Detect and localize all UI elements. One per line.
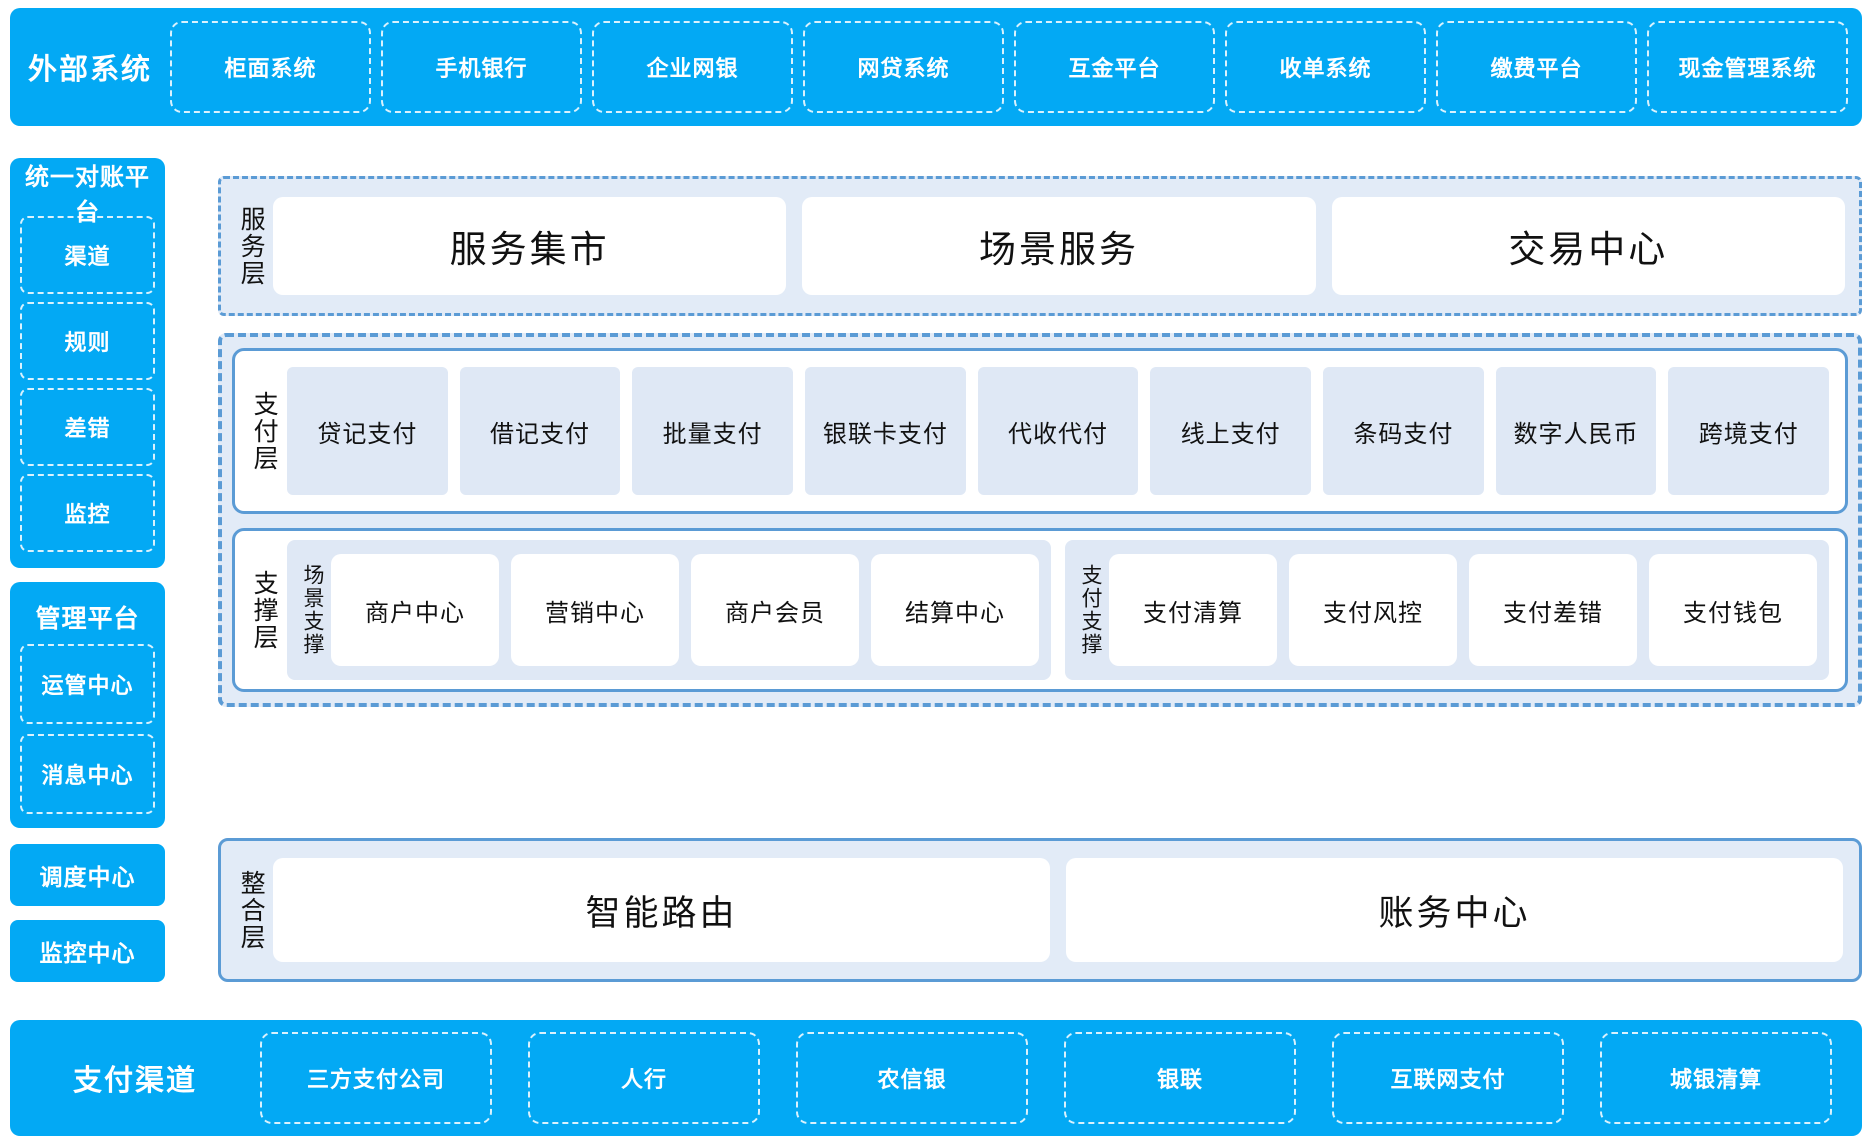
external-systems-bar: 外部系统 柜面系统 手机银行 企业网银 网贷系统 互金平台 收单系统 缴费平台 …: [10, 8, 1862, 126]
support-item-payment-clearing[interactable]: 支付清算: [1109, 554, 1277, 666]
external-system-chip[interactable]: 互金平台: [1014, 21, 1215, 113]
service-item-transaction-center[interactable]: 交易中心: [1331, 197, 1845, 295]
external-system-chip[interactable]: 网贷系统: [803, 21, 1004, 113]
payment-layer-items: 贷记支付 借记支付 批量支付 银联卡支付 代收代付 线上支付 条码支付 数字人民…: [287, 367, 1830, 495]
service-layer-items: 服务集市 场景服务 交易中心: [273, 197, 1845, 295]
payment-item-credit-payment[interactable]: 贷记支付: [287, 367, 448, 495]
payment-item-unionpay-card[interactable]: 银联卡支付: [805, 367, 966, 495]
payment-channel-chip[interactable]: 银联: [1064, 1032, 1296, 1124]
external-system-chip[interactable]: 现金管理系统: [1647, 21, 1848, 113]
external-system-chip[interactable]: 手机银行: [381, 21, 582, 113]
external-system-chip[interactable]: 企业网银: [592, 21, 793, 113]
support-item-merchant-center[interactable]: 商户中心: [331, 554, 499, 666]
support-group-payment-items: 支付清算 支付风控 支付差错 支付钱包: [1109, 554, 1817, 666]
payment-channel-chip[interactable]: 人行: [528, 1032, 760, 1124]
integration-layer-label: 整合层: [237, 869, 266, 951]
sidebar-item-rule[interactable]: 规则: [20, 302, 155, 380]
sidebar-item-scheduling-center[interactable]: 调度中心: [10, 844, 165, 906]
payment-channel-chip[interactable]: 农信银: [796, 1032, 1028, 1124]
support-item-settlement-center[interactable]: 结算中心: [871, 554, 1039, 666]
sidebar-reconciliation-platform: 统一对账平台 渠道 规则 差错 监控: [10, 158, 165, 568]
support-item-payment-wallet[interactable]: 支付钱包: [1649, 554, 1817, 666]
sidebar-management-platform: 管理平台 运管中心 消息中心: [10, 582, 165, 828]
integration-layer-container: 整合层 智能路由 账务中心: [218, 838, 1862, 982]
payment-item-barcode-payment[interactable]: 条码支付: [1323, 367, 1484, 495]
support-group-scenario-label: 场景支撑: [301, 564, 325, 656]
support-group-scenario-items: 商户中心 营销中心 商户会员 结算中心: [331, 554, 1039, 666]
management-platform-title: 管理平台: [35, 605, 140, 633]
support-item-marketing-center[interactable]: 营销中心: [511, 554, 679, 666]
support-group-payment: 支付支撑 支付清算 支付风控 支付差错 支付钱包: [1065, 540, 1829, 680]
payment-item-collection-payment[interactable]: 代收代付: [977, 367, 1139, 495]
payment-channel-chip[interactable]: 三方支付公司: [260, 1032, 492, 1124]
sidebar-item-channel[interactable]: 渠道: [20, 216, 155, 294]
payment-item-cross-border[interactable]: 跨境支付: [1668, 367, 1830, 495]
sidebar-item-operations-center[interactable]: 运管中心: [20, 644, 155, 724]
payment-layer-label: 支付层: [250, 390, 279, 472]
sidebar-item-message-center[interactable]: 消息中心: [20, 734, 155, 814]
payment-channel-chip[interactable]: 互联网支付: [1332, 1032, 1564, 1124]
external-system-chip[interactable]: 柜面系统: [170, 21, 371, 113]
service-item-service-market[interactable]: 服务集市: [273, 197, 787, 295]
support-item-payment-risk[interactable]: 支付风控: [1289, 554, 1457, 666]
payment-item-digital-rmb[interactable]: 数字人民币: [1495, 367, 1657, 495]
service-layer-label: 服务层: [237, 205, 266, 287]
external-system-chip[interactable]: 缴费平台: [1436, 21, 1637, 113]
payment-channels-list: 三方支付公司 人行 农信银 银联 互联网支付 城银清算: [260, 1032, 1862, 1124]
payment-item-online-payment[interactable]: 线上支付: [1150, 367, 1312, 495]
support-layer-label: 支撑层: [250, 569, 279, 651]
payment-item-batch-payment[interactable]: 批量支付: [632, 367, 794, 495]
payment-channels-bar: 支付渠道 三方支付公司 人行 农信银 银联 互联网支付 城银清算: [10, 1020, 1862, 1136]
support-item-payment-error[interactable]: 支付差错: [1469, 554, 1637, 666]
external-systems-list: 柜面系统 手机银行 企业网银 网贷系统 互金平台 收单系统 缴费平台 现金管理系…: [170, 21, 1862, 113]
reconciliation-platform-title: 统一对账平台: [25, 164, 150, 226]
integration-layer-items: 智能路由 账务中心: [273, 858, 1843, 962]
support-layer-container: 支撑层 场景支撑 商户中心 营销中心 商户会员 结算中心 支付支撑 支付清算 支…: [232, 528, 1848, 692]
service-layer-container: 服务层 服务集市 场景服务 交易中心: [218, 176, 1862, 316]
support-item-merchant-member[interactable]: 商户会员: [691, 554, 859, 666]
sidebar-item-monitoring-center[interactable]: 监控中心: [10, 920, 165, 982]
service-item-scenario-service[interactable]: 场景服务: [802, 197, 1316, 295]
payment-channel-chip[interactable]: 城银清算: [1600, 1032, 1832, 1124]
external-systems-title: 外部系统: [27, 54, 152, 86]
integration-item-accounting-center[interactable]: 账务中心: [1066, 858, 1843, 962]
payment-channels-title: 支付渠道: [72, 1065, 197, 1097]
support-group-payment-label: 支付支撑: [1079, 564, 1103, 656]
integration-item-smart-routing[interactable]: 智能路由: [273, 858, 1050, 962]
payment-layer-container: 支付层 贷记支付 借记支付 批量支付 银联卡支付 代收代付 线上支付 条码支付 …: [232, 348, 1848, 514]
payment-item-debit-payment[interactable]: 借记支付: [459, 367, 621, 495]
sidebar-item-monitor[interactable]: 监控: [20, 474, 155, 552]
sidebar-item-error[interactable]: 差错: [20, 388, 155, 466]
external-system-chip[interactable]: 收单系统: [1225, 21, 1426, 113]
support-group-scenario: 场景支撑 商户中心 营销中心 商户会员 结算中心: [287, 540, 1051, 680]
